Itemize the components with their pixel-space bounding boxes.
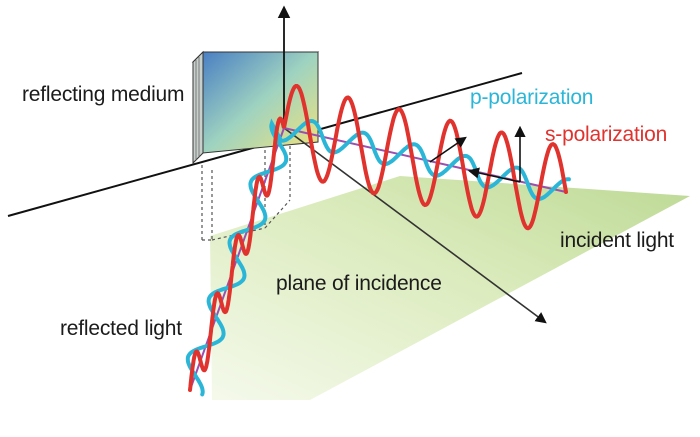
incident-direction-arrow [467, 167, 521, 183]
s-polarization-label: s-polarization [545, 123, 668, 146]
plane-of-incidence [210, 176, 690, 400]
incident-light-label: incident light [560, 229, 674, 252]
plane-axis [283, 127, 547, 324]
reflecting-medium-block [191, 50, 320, 165]
reflected-light-label: reflected light [60, 317, 182, 340]
plane-of-incidence-label: plane of incidence [276, 272, 442, 295]
s-polarization-wave [188, 84, 568, 392]
p-polarization-label: p-polarization [470, 86, 594, 109]
reflecting-medium-label: reflecting medium [22, 83, 185, 106]
p-field-arrow [429, 136, 467, 163]
